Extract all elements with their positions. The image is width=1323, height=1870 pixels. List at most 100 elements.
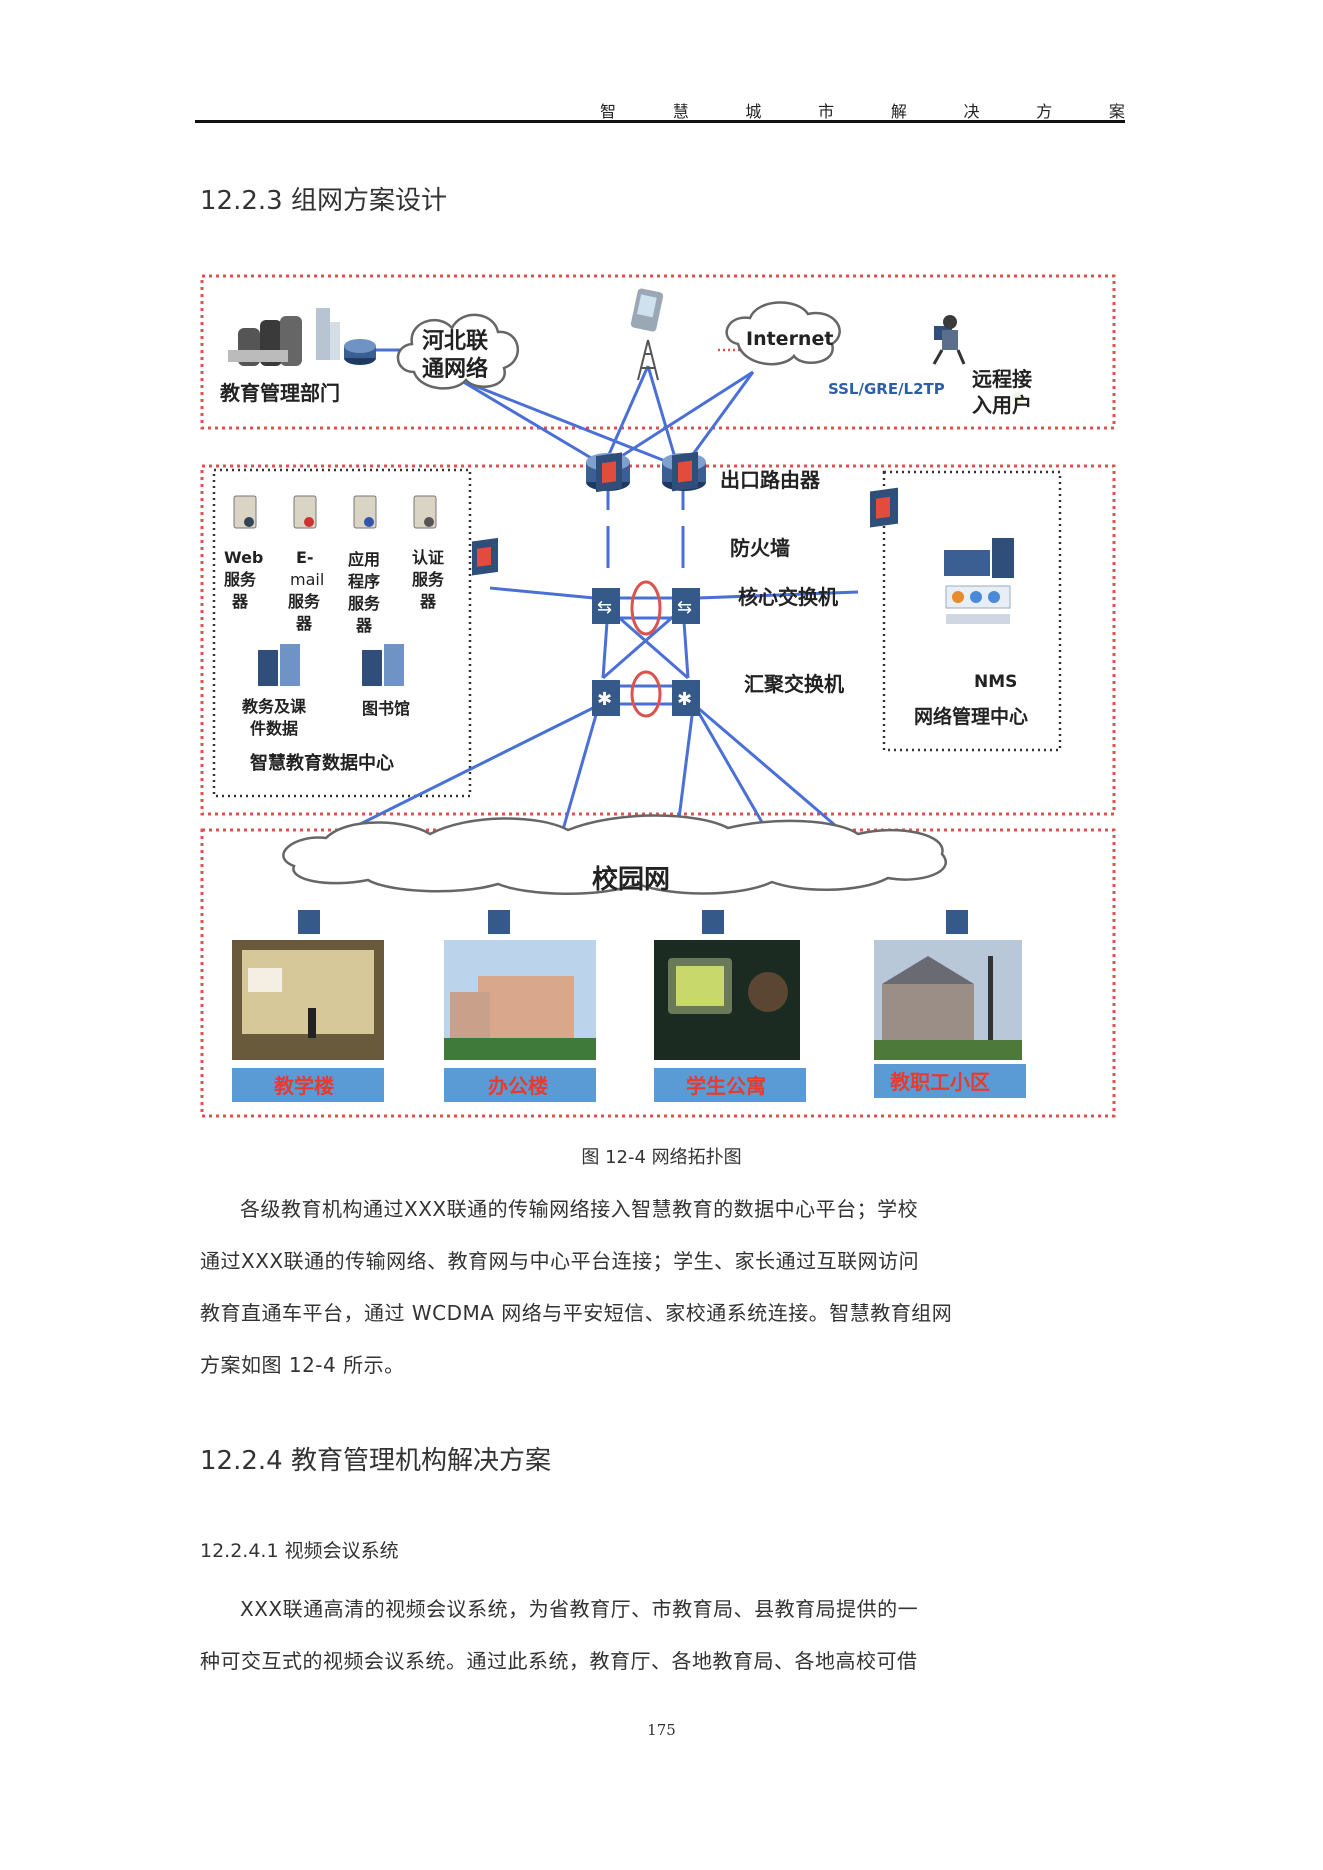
web-server-label-line2: 服务 <box>224 570 257 589</box>
section-heading-2: 12.2.4 教育管理机构解决方案 <box>200 1446 551 1476</box>
running-header-char: 解 <box>890 102 907 121</box>
internet-cloud <box>725 301 841 366</box>
datacenter-switch-icon <box>472 537 498 576</box>
section-heading: 12.2.3 组网方案设计 <box>200 186 447 216</box>
svg-text:⇆: ⇆ <box>597 597 612 618</box>
agg-switch-left-icon: ✱ <box>592 680 620 716</box>
auth-server-label-line3: 器 <box>419 592 437 611</box>
nms-center-label: 网络管理中心 <box>914 705 1028 728</box>
edu-dept-label: 教育管理部门 <box>220 381 340 405</box>
dormitory-photo <box>654 940 800 1060</box>
running-header-char: 案 <box>1108 102 1125 121</box>
running-header-char: 智 <box>600 102 617 121</box>
edu-database-label-line2: 件数据 <box>250 719 298 738</box>
dormitory-label-bar <box>654 1068 806 1102</box>
core-switch-label: 核心交换机 <box>738 585 838 609</box>
web-server-icon <box>233 495 257 529</box>
remote-user-label-line1: 远程接 <box>972 367 1032 391</box>
paragraph-line: 方案如图 12-4 所示。 <box>200 1353 405 1377</box>
core-redundancy-ring <box>630 580 662 636</box>
svg-text:✱: ✱ <box>677 689 692 710</box>
vpn-protocol-label: SSL/GRE/L2TP <box>828 380 945 398</box>
auth-server-label-line1: 认证 <box>412 548 444 567</box>
staff-residence-photo <box>874 940 1022 1060</box>
email-server-label-line4: 器 <box>295 614 313 633</box>
exit-router-label: 出口路由器 <box>720 468 821 492</box>
nms-switch-icon <box>870 487 898 528</box>
svg-text:✱: ✱ <box>597 689 612 710</box>
auth-server-icon <box>413 495 437 529</box>
building-switch-4-icon <box>946 910 968 934</box>
remote-user-label-line2: 入用户 <box>972 393 1032 417</box>
running-header-char: 慧 <box>672 102 689 121</box>
agg-switch-label: 汇聚交换机 <box>744 672 844 696</box>
paragraph-line: 种可交互式的视频会议系统。通过此系统，教育厅、各地教育局、各地高校可借 <box>200 1649 918 1673</box>
cell-tower-icon <box>630 288 664 381</box>
teaching-building-label-bar <box>232 1068 384 1102</box>
firewall-right-icon <box>672 451 698 492</box>
paragraph-line: 各级教育机构通过XXX联通的传输网络接入智慧教育的数据中心平台；学校 <box>240 1197 919 1221</box>
library-database-label: 图书馆 <box>362 699 410 718</box>
edu-router-icon <box>344 339 376 365</box>
library-database-icon <box>362 644 404 686</box>
auth-server-label-line2: 服务 <box>412 570 445 589</box>
agg-redundancy-ring <box>630 670 662 718</box>
office-building-label-bar <box>444 1068 596 1102</box>
app-server-label-line2: 程序 <box>348 572 380 591</box>
running-header: 智 慧 城 市 解 决 方 案 <box>600 98 1125 121</box>
core-switch-left-icon: ⇆ <box>592 588 620 624</box>
subsection-heading: 12.2.4.1 视频会议系统 <box>200 1540 399 1562</box>
network-topology-figure: 教育管理部门 河北联 通网络 Internet SSL/GRE/L2TP 远程接… <box>200 274 1116 1118</box>
campus-network-cloud <box>282 814 947 895</box>
svg-text:⇆: ⇆ <box>677 597 692 618</box>
paragraph: XXX联通高清的视频会议系统，为省教育厅、市教育局、县教育局提供的一 种可交互式… <box>200 1583 1035 1687</box>
app-server-label-line4: 器 <box>355 616 373 635</box>
running-header-char: 决 <box>963 102 980 121</box>
zone-middle <box>200 464 1116 816</box>
nms-label: NMS <box>974 672 1017 692</box>
app-server-label-line1: 应用 <box>348 550 380 569</box>
internet-cloud-label: Internet <box>746 328 833 350</box>
building-switch-3-icon <box>702 910 724 934</box>
hebei-cloud-label-line1: 河北联 <box>422 329 488 354</box>
running-header-char: 方 <box>1036 102 1053 121</box>
email-server-label-line2: mail <box>290 570 324 589</box>
office-building-photo <box>444 940 596 1060</box>
campus-network-label: 校园网 <box>592 864 670 895</box>
hebei-cloud-label-line2: 通网络 <box>422 356 488 382</box>
paragraph-line: XXX联通高清的视频会议系统，为省教育厅、市教育局、县教育局提供的一 <box>240 1597 919 1621</box>
email-server-icon <box>293 495 317 529</box>
zone-top <box>200 274 1116 430</box>
building-switch-2-icon <box>488 910 510 934</box>
app-server-label-line3: 服务 <box>348 594 381 613</box>
watermark <box>1012 392 1024 404</box>
dormitory-label: 学生公寓 <box>686 1074 766 1098</box>
running-header-char: 城 <box>745 102 762 121</box>
page-number: 175 <box>647 1721 676 1739</box>
figure-caption: 图 12-4 网络拓扑图 <box>581 1147 742 1168</box>
firewall-left-icon <box>596 452 622 493</box>
building-switch-1-icon <box>298 910 320 934</box>
header-rule <box>195 120 1125 123</box>
web-server-label-line3: 器 <box>231 592 249 611</box>
remote-user-icon <box>932 315 966 365</box>
app-server-icon <box>353 495 377 529</box>
firewall-label: 防火墙 <box>730 536 790 560</box>
email-server-label-line1: E- <box>296 548 314 567</box>
paragraph-line: 通过XXX联通的传输网络、教育网与中心平台连接；学生、家长通过互联网访问 <box>200 1249 920 1273</box>
staff-residence-label-bar <box>874 1064 1026 1098</box>
running-header-char: 市 <box>818 102 835 121</box>
edu-database-label-line1: 教务及课 <box>242 697 307 716</box>
nms-dashboard-icon <box>944 538 1014 624</box>
email-server-label-line3: 服务 <box>288 592 321 611</box>
teaching-building-photo <box>232 940 384 1060</box>
hebei-cloud <box>396 313 520 390</box>
office-building-label: 办公楼 <box>488 1074 548 1098</box>
paragraph: 各级教育机构通过XXX联通的传输网络接入智慧教育的数据中心平台；学校 通过XXX… <box>200 1183 1035 1391</box>
web-server-label-line1: Web <box>224 548 263 567</box>
datacenter-label: 智慧教育数据中心 <box>250 752 394 774</box>
paragraph-line: 教育直通车平台，通过 WCDMA 网络与平安短信、家校通系统连接。智慧教育组网 <box>200 1301 953 1325</box>
office-people-icon <box>228 308 340 366</box>
datacenter-box <box>212 468 472 798</box>
teaching-building-label: 教学楼 <box>274 1074 334 1098</box>
